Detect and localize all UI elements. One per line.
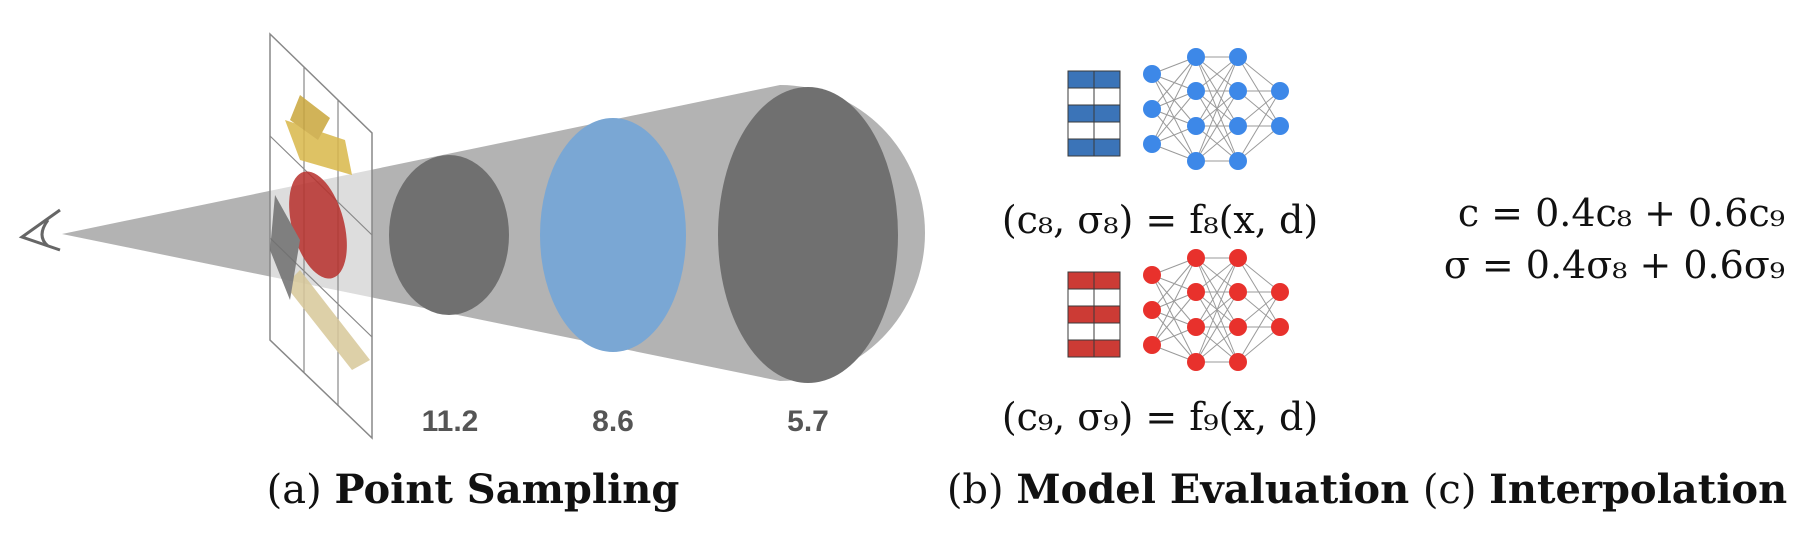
- feature-grid-red: [1067, 271, 1121, 358]
- network-node: [1187, 353, 1205, 371]
- network-edge: [1237, 291, 1281, 328]
- network-edge: [1195, 56, 1239, 127]
- network-edge: [1237, 56, 1281, 92]
- grid-cell: [1093, 138, 1121, 157]
- network-node: [1187, 48, 1205, 66]
- network-node: [1143, 266, 1161, 284]
- grid-cell: [1067, 70, 1095, 89]
- panel-point-sampling: 11.2 8.6 5.7 (a) Point Sampling: [18, 32, 925, 513]
- network-node: [1143, 301, 1161, 319]
- network-edge: [1151, 90, 1197, 145]
- network-edge: [1237, 326, 1281, 363]
- feature-grid-blue: [1067, 70, 1121, 157]
- grid-cell: [1067, 121, 1095, 140]
- depth-label: 5.7: [787, 405, 829, 438]
- grid-cell: [1093, 104, 1121, 123]
- grid-cell: [1067, 138, 1095, 157]
- eye-icon: [18, 208, 61, 252]
- sample-disk-3: [718, 87, 898, 383]
- network-node: [1143, 135, 1161, 153]
- network-edge: [1195, 257, 1239, 328]
- grid-cell: [1067, 104, 1095, 123]
- caption-interpolation: (c) Interpolation: [1423, 466, 1787, 513]
- network-edge: [1151, 56, 1197, 145]
- grid-cell: [1067, 305, 1095, 324]
- grid-cell: [1093, 288, 1121, 307]
- network-edge: [1237, 291, 1281, 363]
- network-edge: [1151, 291, 1197, 346]
- network-node: [1229, 318, 1247, 336]
- sample-disk-2: [540, 118, 686, 352]
- panel-model-evaluation: (c₈, σ₈) = f₈(x, d) (c₉, σ₉) = f₉(x, d) …: [947, 48, 1409, 513]
- equation-model-9: (c₉, σ₉) = f₉(x, d): [1002, 395, 1318, 439]
- depth-label: 8.6: [592, 405, 634, 438]
- grid-cell: [1093, 305, 1121, 324]
- network-edge: [1237, 257, 1281, 293]
- grid-cell: [1093, 87, 1121, 106]
- network-node: [1187, 82, 1205, 100]
- depth-label: 11.2: [422, 405, 479, 438]
- grid-cell: [1093, 70, 1121, 89]
- equation-density-interpolation: σ = 0.4σ₈ + 0.6σ₉: [1444, 243, 1785, 287]
- sample-disk-1: [389, 155, 509, 315]
- network-edge: [1195, 257, 1239, 293]
- image-plane-icon: [269, 32, 373, 440]
- equation-model-8: (c₈, σ₈) = f₈(x, d): [1002, 198, 1318, 242]
- grid-cell: [1093, 339, 1121, 358]
- neural-network-icon: [1143, 48, 1289, 170]
- grid-cell: [1067, 271, 1095, 290]
- network-node: [1271, 283, 1289, 301]
- network-node: [1229, 283, 1247, 301]
- grid-cell: [1093, 322, 1121, 341]
- equation-color-interpolation: c = 0.4c₈ + 0.6c₉: [1458, 191, 1785, 235]
- network-edge: [1151, 257, 1197, 311]
- network-node: [1143, 100, 1161, 118]
- network-node: [1229, 117, 1247, 135]
- network-edge: [1237, 90, 1281, 127]
- network-node: [1271, 82, 1289, 100]
- panel-interpolation: c = 0.4c₈ + 0.6c₉ σ = 0.4σ₈ + 0.6σ₉ (c) …: [1423, 191, 1787, 513]
- network-edge: [1151, 56, 1197, 110]
- network-edge: [1195, 56, 1239, 162]
- grid-cell: [1093, 121, 1121, 140]
- network-edge: [1195, 257, 1239, 363]
- network-node: [1187, 152, 1205, 170]
- network-node: [1271, 318, 1289, 336]
- network-node: [1143, 65, 1161, 83]
- network-edge: [1237, 125, 1281, 162]
- network-node: [1143, 336, 1161, 354]
- network-edge: [1151, 257, 1197, 346]
- network-node: [1187, 249, 1205, 267]
- caption-model-evaluation: (b) Model Evaluation: [947, 466, 1409, 513]
- rendered-object: [270, 95, 370, 370]
- network-node: [1229, 353, 1247, 371]
- network-edge: [1195, 56, 1239, 92]
- neural-network-icon: [1143, 249, 1289, 371]
- network-node: [1187, 283, 1205, 301]
- grid-cell: [1067, 87, 1095, 106]
- grid-cell: [1067, 288, 1095, 307]
- network-node: [1271, 117, 1289, 135]
- network-node: [1229, 152, 1247, 170]
- grid-cell: [1093, 271, 1121, 290]
- network-edge: [1195, 291, 1239, 363]
- network-edge: [1237, 90, 1281, 162]
- network-node: [1187, 318, 1205, 336]
- network-edge: [1195, 125, 1239, 162]
- network-node: [1229, 249, 1247, 267]
- network-edge: [1195, 90, 1239, 162]
- grid-cell: [1067, 339, 1095, 358]
- network-node: [1229, 82, 1247, 100]
- network-node: [1229, 48, 1247, 66]
- caption-point-sampling: (a) Point Sampling: [267, 466, 680, 513]
- network-edge: [1195, 326, 1239, 363]
- network-node: [1187, 117, 1205, 135]
- grid-cell: [1067, 322, 1095, 341]
